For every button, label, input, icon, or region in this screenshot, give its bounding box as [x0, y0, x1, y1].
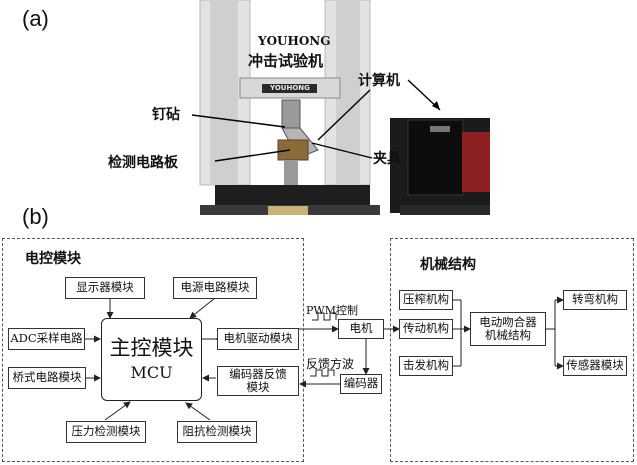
callout-clamp: 夹具	[373, 151, 401, 167]
callout-anvil: 钉砧	[152, 107, 180, 123]
encoder-feedback-block: 编码器反馈 模块	[217, 366, 299, 396]
impedance-detect-block: 阻抗检测模块	[177, 421, 257, 443]
photo-panel: (a) YOUHONG 冲击试验机 YOUHONG 计算机 钉砧 检测电路板 夹…	[0, 0, 637, 215]
power-module-block: 电源电路模块	[173, 277, 257, 299]
callout-circuit-board: 检测电路板	[108, 155, 178, 171]
press-mechanism-block: 压榨机构	[399, 290, 453, 310]
bend-mechanism-block: 转弯机构	[563, 290, 627, 310]
control-module-title: 电控模块	[25, 251, 81, 267]
feedback-label: 反馈方波	[306, 357, 355, 371]
adc-sampling-block: ADC采样电路	[8, 328, 85, 350]
callout-computer: 计算机	[358, 73, 400, 89]
pressure-detect-block: 压力检测模块	[66, 421, 146, 443]
test-machine-illustration	[191, 0, 490, 215]
panel-b-label: (b)	[22, 204, 49, 229]
control-module-frame	[2, 238, 304, 462]
stapler-mechanical-block: 电动吻合器 机械结构	[470, 312, 546, 346]
trigger-mechanism-block: 击发机构	[399, 356, 453, 376]
panel-a-label: (a)	[22, 6, 49, 31]
motor-block: 电机	[338, 319, 384, 339]
machine-brand: YOUHONG	[258, 34, 331, 48]
plate-brand: YOUHONG	[270, 84, 310, 92]
main-controller-block: 主控模块 MCU	[101, 318, 202, 401]
display-module-block: 显示器模块	[65, 277, 145, 299]
sensor-module-block: 传感器模块	[563, 356, 627, 376]
bridge-circuit-block: 桥式电路模块	[8, 367, 86, 389]
mechanical-title: 机械结构	[420, 257, 476, 273]
mechanical-frame	[390, 238, 634, 462]
pwm-label: PWM控制	[306, 304, 358, 317]
machine-title: 冲击试验机	[248, 52, 324, 70]
encoder-block: 编码器	[340, 374, 382, 394]
motor-driver-block: 电机驱动模块	[217, 328, 299, 350]
transmission-mechanism-block: 传动机构	[399, 319, 453, 339]
